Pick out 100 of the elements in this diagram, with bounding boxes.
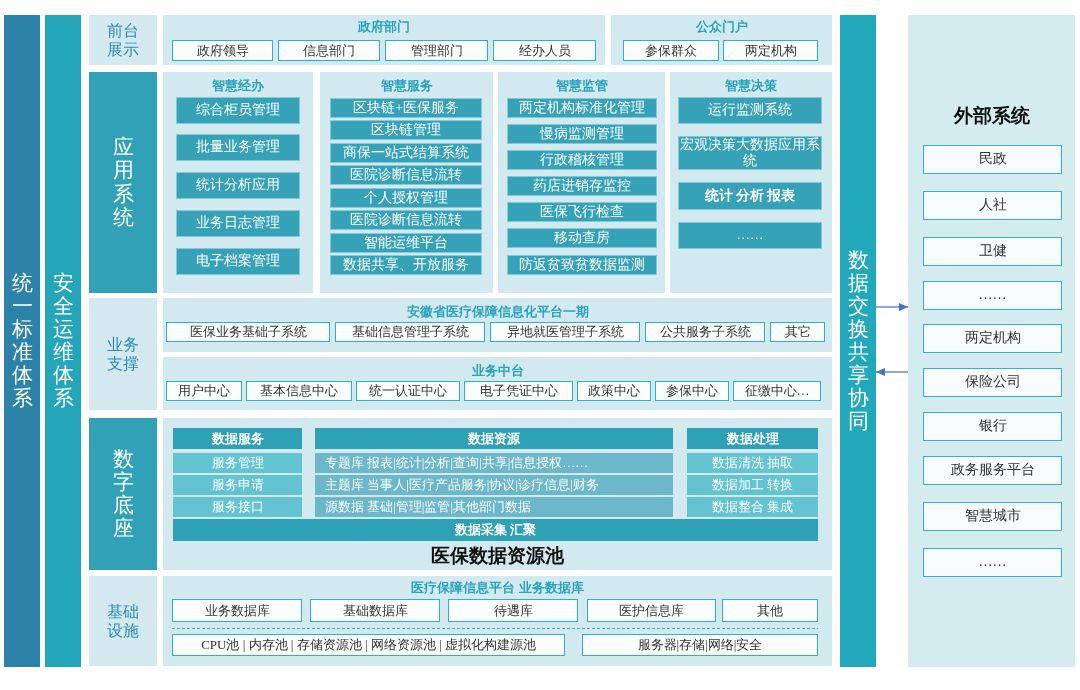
row-text: 数据加工 转换 — [711, 477, 794, 493]
entry-box — [493, 40, 596, 61]
entry-box — [577, 381, 651, 401]
module-panel — [498, 72, 665, 293]
entry-box — [448, 599, 578, 622]
entry-label: 基本信息中心 — [260, 383, 338, 399]
system-name: 民政 — [978, 151, 1007, 168]
function-tile — [678, 97, 822, 124]
data-row — [315, 475, 673, 495]
row-text: 服务管理 — [211, 455, 264, 471]
collection-bar — [173, 519, 818, 541]
panel-title: 智慧服务 — [380, 78, 433, 94]
layer-header — [89, 15, 157, 65]
banner-label: 数据交换共享协同 — [847, 248, 869, 434]
function-tile — [507, 124, 657, 144]
entry-label: 基础信息管理子系统 — [351, 324, 469, 340]
entry-label: 政府领导 — [196, 42, 249, 59]
function-name: 区块链管理 — [371, 121, 441, 139]
entry-label: 政策中心 — [588, 383, 640, 399]
entry-label: 电子凭证中心 — [479, 383, 558, 399]
function-name: 医保飞行检查 — [540, 203, 624, 221]
function-tile — [330, 120, 482, 140]
system-name: 银行 — [978, 418, 1007, 435]
module-panel — [320, 72, 493, 293]
entry-box — [166, 322, 330, 342]
function-tile — [330, 188, 482, 208]
layer-header — [89, 72, 157, 293]
layer-title: 前台展示 — [107, 20, 139, 60]
row-text: 服务申请 — [211, 477, 264, 493]
external-system-box — [923, 548, 1062, 577]
panel-title: 医疗保障信息平台 业务数据库 — [411, 580, 584, 596]
entry-label: 统一认证中心 — [369, 383, 447, 399]
function-name: 药店进销存监控 — [533, 177, 631, 195]
function-tile — [330, 98, 482, 118]
external-system-box — [923, 412, 1062, 441]
external-system-box — [923, 191, 1062, 220]
external-system-box — [923, 456, 1062, 485]
function-name: 统计 分析 报表 — [704, 187, 796, 205]
column-header — [315, 428, 673, 449]
entry-box — [723, 40, 818, 61]
entry-label: 医保业务基础子系统 — [189, 324, 307, 340]
function-tile — [678, 182, 822, 210]
module-panel — [908, 15, 1075, 667]
function-name: …… — [736, 227, 764, 244]
banner-label: 安全运维体系 — [52, 271, 74, 411]
data-row — [687, 453, 818, 473]
layer-title: 业务支撑 — [107, 334, 139, 374]
module-panel — [163, 72, 313, 293]
column-title: 数据资源 — [468, 430, 520, 447]
panel-title: 智慧监管 — [555, 78, 608, 94]
system-name: 政务服务平台 — [950, 462, 1035, 479]
entry-label: 其他 — [757, 602, 783, 619]
entry-label: 其它 — [784, 324, 811, 340]
function-name: 区块链+医保服务 — [353, 99, 459, 117]
vertical-banner — [840, 15, 876, 667]
function-name: 运行监测系统 — [708, 102, 792, 119]
entry-label: 参保中心 — [666, 383, 718, 399]
entry-label: 两定机构 — [744, 42, 797, 59]
column-title: 数据处理 — [726, 430, 779, 447]
function-tile — [330, 165, 482, 185]
entry-box — [172, 634, 565, 656]
function-tile — [330, 255, 482, 275]
function-tile — [507, 255, 657, 275]
function-tile — [330, 143, 482, 163]
entry-box — [335, 322, 485, 342]
system-name: …… — [978, 287, 1007, 304]
function-name: 宏观决策大数据应用系统 — [679, 136, 821, 170]
module-panel — [611, 15, 832, 65]
system-name: 保险公司 — [964, 374, 1021, 391]
entry-box — [172, 40, 273, 61]
vertical-banner — [4, 15, 40, 667]
entry-label: 医护信息库 — [619, 602, 684, 619]
function-name: 两定机构标准化管理 — [519, 99, 645, 117]
entry-label: 参保群众 — [645, 42, 697, 59]
external-system-box — [923, 368, 1062, 397]
row-text: 源数据 基础|管理|监管|其他部门数据 — [325, 499, 532, 515]
entry-label: 信息部门 — [303, 42, 355, 59]
entry-label: 业务数据库 — [204, 602, 270, 619]
function-tile — [507, 202, 657, 222]
entry-box — [587, 599, 716, 622]
row-text: 服务接口 — [211, 499, 264, 515]
entry-box — [166, 381, 242, 401]
module-panel — [670, 72, 832, 293]
layer-header — [89, 298, 157, 410]
external-system-box — [923, 324, 1062, 353]
column-header — [173, 428, 302, 449]
layer-title: 数字底座 — [112, 447, 134, 541]
function-name: 慢病监测管理 — [540, 125, 624, 143]
external-system-box — [923, 237, 1062, 266]
entry-box — [490, 322, 640, 342]
external-system-box — [923, 145, 1062, 174]
function-name: 电子档案管理 — [196, 253, 280, 270]
function-name: 统计分析应用 — [196, 177, 280, 194]
vertical-banner — [45, 15, 81, 667]
data-row — [315, 497, 673, 517]
layer-header — [89, 576, 157, 666]
function-tile — [176, 172, 300, 199]
entry-label: 服务器|存储|网络|安全 — [637, 637, 763, 653]
entry-box — [172, 599, 302, 622]
function-tile — [507, 228, 657, 248]
